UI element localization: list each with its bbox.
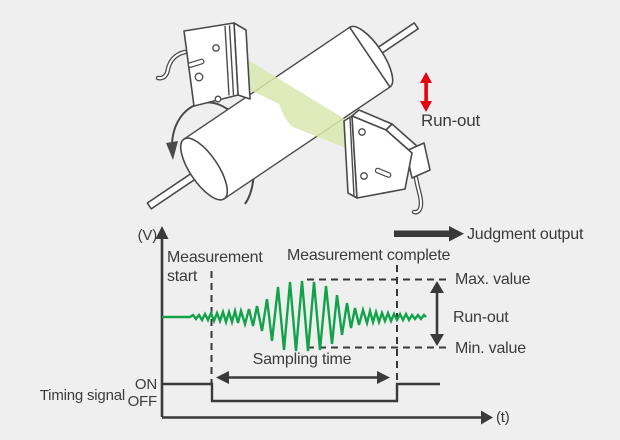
judgment-output-label: Judgment output (467, 226, 584, 243)
receiver-connector (405, 142, 431, 179)
screw-icon (212, 44, 220, 52)
transmitter-cable (155, 49, 188, 81)
cylinder (146, 22, 419, 210)
v-axis-arrowhead-icon (155, 226, 169, 239)
screw-icon (214, 95, 222, 103)
on-label: ON (134, 376, 157, 393)
timing-signal-label: Timing signal (39, 387, 125, 404)
timing-chart (155, 226, 493, 425)
receiver-slot (374, 167, 392, 178)
sampling-time-label: Sampling time (252, 351, 352, 368)
max-value-label: Max. value (455, 271, 531, 288)
screw-icon (194, 72, 204, 82)
cylinder-left-cap (179, 137, 229, 201)
timing-signal-line (162, 382, 440, 403)
judgment-output-arrow (394, 226, 464, 242)
sampling-time-arrow (216, 371, 390, 384)
screw-icon (358, 128, 366, 136)
runout-arrow-icon (420, 72, 432, 112)
receiver-head (343, 109, 431, 215)
chart-runout-label: Run-out (453, 309, 509, 326)
transmitter-slot (187, 58, 205, 68)
runout-range-arrow (430, 281, 444, 346)
cylinder-right-cap (348, 25, 394, 88)
off-label: OFF (127, 393, 158, 410)
t-axis-label: (t) (496, 409, 510, 426)
laser-beam (246, 60, 356, 152)
transmitter-head (155, 22, 251, 107)
min-value-label: Min. value (455, 340, 526, 357)
measurement-start-label: Measurement start (167, 249, 263, 285)
transmitter-front-face (183, 22, 239, 107)
v-axis-label: (V) (137, 227, 158, 244)
illustration-runout-label: Run-out (421, 111, 481, 130)
measurement-complete-label: Measurement complete (287, 247, 451, 264)
waveform-polyline (162, 280, 427, 352)
screw-icon (360, 172, 368, 180)
t-axis-arrowhead-icon (481, 410, 493, 425)
illustration (146, 22, 432, 215)
